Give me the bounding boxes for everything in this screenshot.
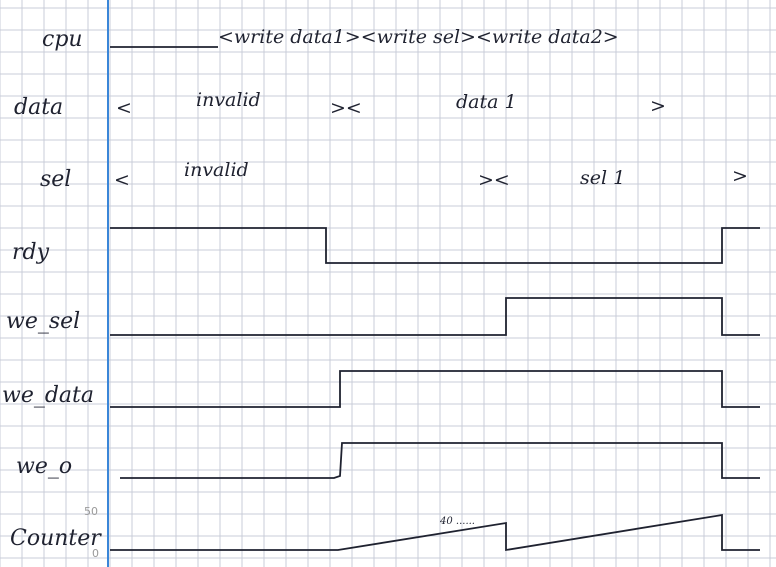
signal-label-data: data bbox=[14, 95, 63, 120]
signal-label-we-sel: we_sel bbox=[6, 309, 80, 334]
we-data-waveform bbox=[110, 370, 760, 408]
rdy-waveform bbox=[110, 227, 760, 264]
we-o-waveform bbox=[120, 442, 760, 479]
signal-labels: cpu data sel rdy we_sel we_data we_o Cou… bbox=[2, 27, 102, 551]
cpu-bus-text: <write data1><write sel><write data2> bbox=[218, 26, 619, 48]
data-row: < invalid >< data 1 > bbox=[116, 89, 666, 119]
sel-bus-close: > bbox=[732, 165, 748, 187]
signal-label-we-o: we_o bbox=[16, 454, 72, 479]
counter-scale-bottom: 0 bbox=[92, 547, 99, 560]
cpu-row: <write data1><write sel><write data2> bbox=[110, 26, 619, 48]
signal-label-cpu: cpu bbox=[42, 27, 83, 52]
sel-bus-open: < bbox=[114, 169, 130, 191]
signal-label-we-data: we_data bbox=[2, 383, 94, 408]
sel-bus-value: sel 1 bbox=[580, 167, 625, 189]
counter-note: 40 ...... bbox=[439, 516, 475, 527]
signal-label-sel: sel bbox=[40, 167, 71, 192]
sel-bus-transition: >< bbox=[478, 169, 510, 191]
counter-row: 50 0 40 ...... bbox=[84, 505, 760, 560]
data-bus-close: > bbox=[650, 95, 666, 117]
counter-waveform bbox=[110, 513, 760, 552]
signal-label-counter: Counter bbox=[10, 526, 102, 551]
data-bus-value: data 1 bbox=[456, 91, 517, 113]
signal-label-rdy: rdy bbox=[12, 240, 50, 265]
sel-bus-invalid: invalid bbox=[184, 159, 249, 181]
data-bus-open: < bbox=[116, 97, 132, 119]
we-sel-waveform bbox=[110, 297, 760, 336]
data-bus-invalid: invalid bbox=[196, 89, 261, 111]
counter-scale-top: 50 bbox=[84, 505, 98, 518]
data-bus-transition: >< bbox=[330, 97, 362, 119]
sel-row: < invalid >< sel 1 > bbox=[114, 159, 748, 191]
